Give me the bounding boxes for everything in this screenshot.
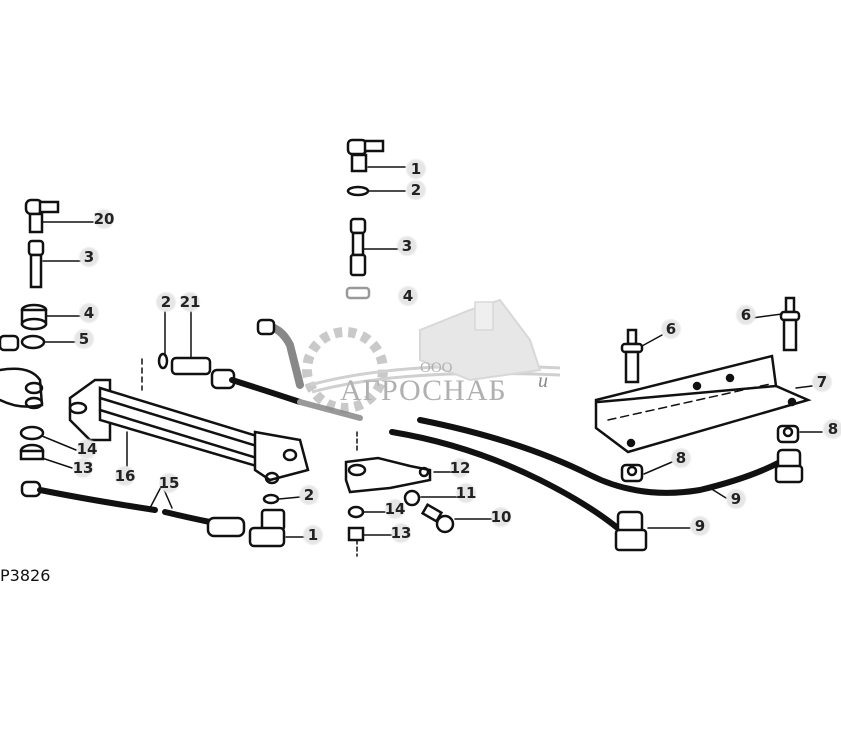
- part-callout-20: 20: [93, 208, 115, 230]
- washer-5: [20, 334, 46, 350]
- adapter-fitting-left: [27, 239, 45, 289]
- part-callout-14: 14: [384, 498, 406, 520]
- part-callout-5: 5: [73, 328, 95, 350]
- watermark-logo: [302, 298, 561, 413]
- figure-id: P3826: [0, 566, 51, 585]
- bushing-left: [20, 303, 48, 331]
- part-callout-14: 14: [76, 438, 98, 460]
- nut-8-right: [776, 424, 800, 444]
- watermark-suffix: u: [538, 370, 548, 392]
- washer-11: [403, 489, 421, 507]
- adapter-fitting-top: [349, 217, 367, 277]
- part-callout-9: 9: [725, 488, 747, 510]
- hose-9-upper: [417, 417, 783, 496]
- o-ring-2: [157, 352, 169, 370]
- part-callout-2: 2: [298, 484, 320, 506]
- lever-arm-12: [344, 456, 432, 494]
- stud-6-left: [620, 328, 644, 384]
- part-callout-13: 13: [390, 522, 412, 544]
- bolt-10: [420, 502, 455, 534]
- hose-9-lower: [389, 429, 623, 533]
- part-callout-1: 1: [405, 158, 427, 180]
- part-callout-3: 3: [396, 235, 418, 257]
- part-callout-6: 6: [660, 318, 682, 340]
- stud-6-right: [779, 296, 801, 352]
- washer-14-center: [347, 505, 365, 519]
- part-callout-21: 21: [179, 291, 201, 313]
- part-callout-10: 10: [490, 506, 512, 528]
- elbow-fitting-9-upper: [774, 448, 804, 484]
- o-ring-2-bottom: [262, 493, 280, 505]
- part-callout-11: 11: [455, 482, 477, 504]
- part-callout-2: 2: [405, 179, 427, 201]
- part-callout-15: 15: [158, 472, 180, 494]
- adapter-fitting-21: [170, 356, 236, 390]
- part-callout-8: 8: [670, 447, 692, 469]
- nut-13-left: [19, 443, 45, 461]
- nut-8-left: [620, 463, 644, 483]
- part-callout-4: 4: [397, 285, 419, 307]
- part-callout-7: 7: [811, 371, 833, 393]
- bushing-top: [345, 286, 371, 300]
- elbow-fitting-9-lower: [614, 510, 648, 552]
- part-callout-12: 12: [449, 457, 471, 479]
- watermark-company-name: АГРОСНАБ: [340, 374, 507, 407]
- washer-14-left: [19, 425, 45, 441]
- part-callout-6: 6: [735, 304, 757, 326]
- part-callout-13: 13: [72, 457, 94, 479]
- part-callout-16: 16: [114, 465, 136, 487]
- watermark-prefix: ООО: [420, 360, 453, 376]
- o-ring-top: [346, 185, 370, 197]
- elbow-fitting-top: [346, 138, 385, 173]
- part-callout-8: 8: [822, 418, 841, 440]
- part-callout-9: 9: [689, 515, 711, 537]
- elbow-fitting-1-bottom: [248, 508, 286, 548]
- angle-bracket-7: [594, 354, 812, 454]
- part-callout-1: 1: [302, 524, 324, 546]
- part-callout-2: 2: [155, 291, 177, 313]
- hose-15: [20, 480, 246, 538]
- nut-13-center: [347, 526, 365, 542]
- part-callout-3: 3: [78, 246, 100, 268]
- hydraulic-cylinder-16: [68, 378, 310, 485]
- part-callout-4: 4: [78, 302, 100, 324]
- elbow-fitting-20: [24, 198, 60, 234]
